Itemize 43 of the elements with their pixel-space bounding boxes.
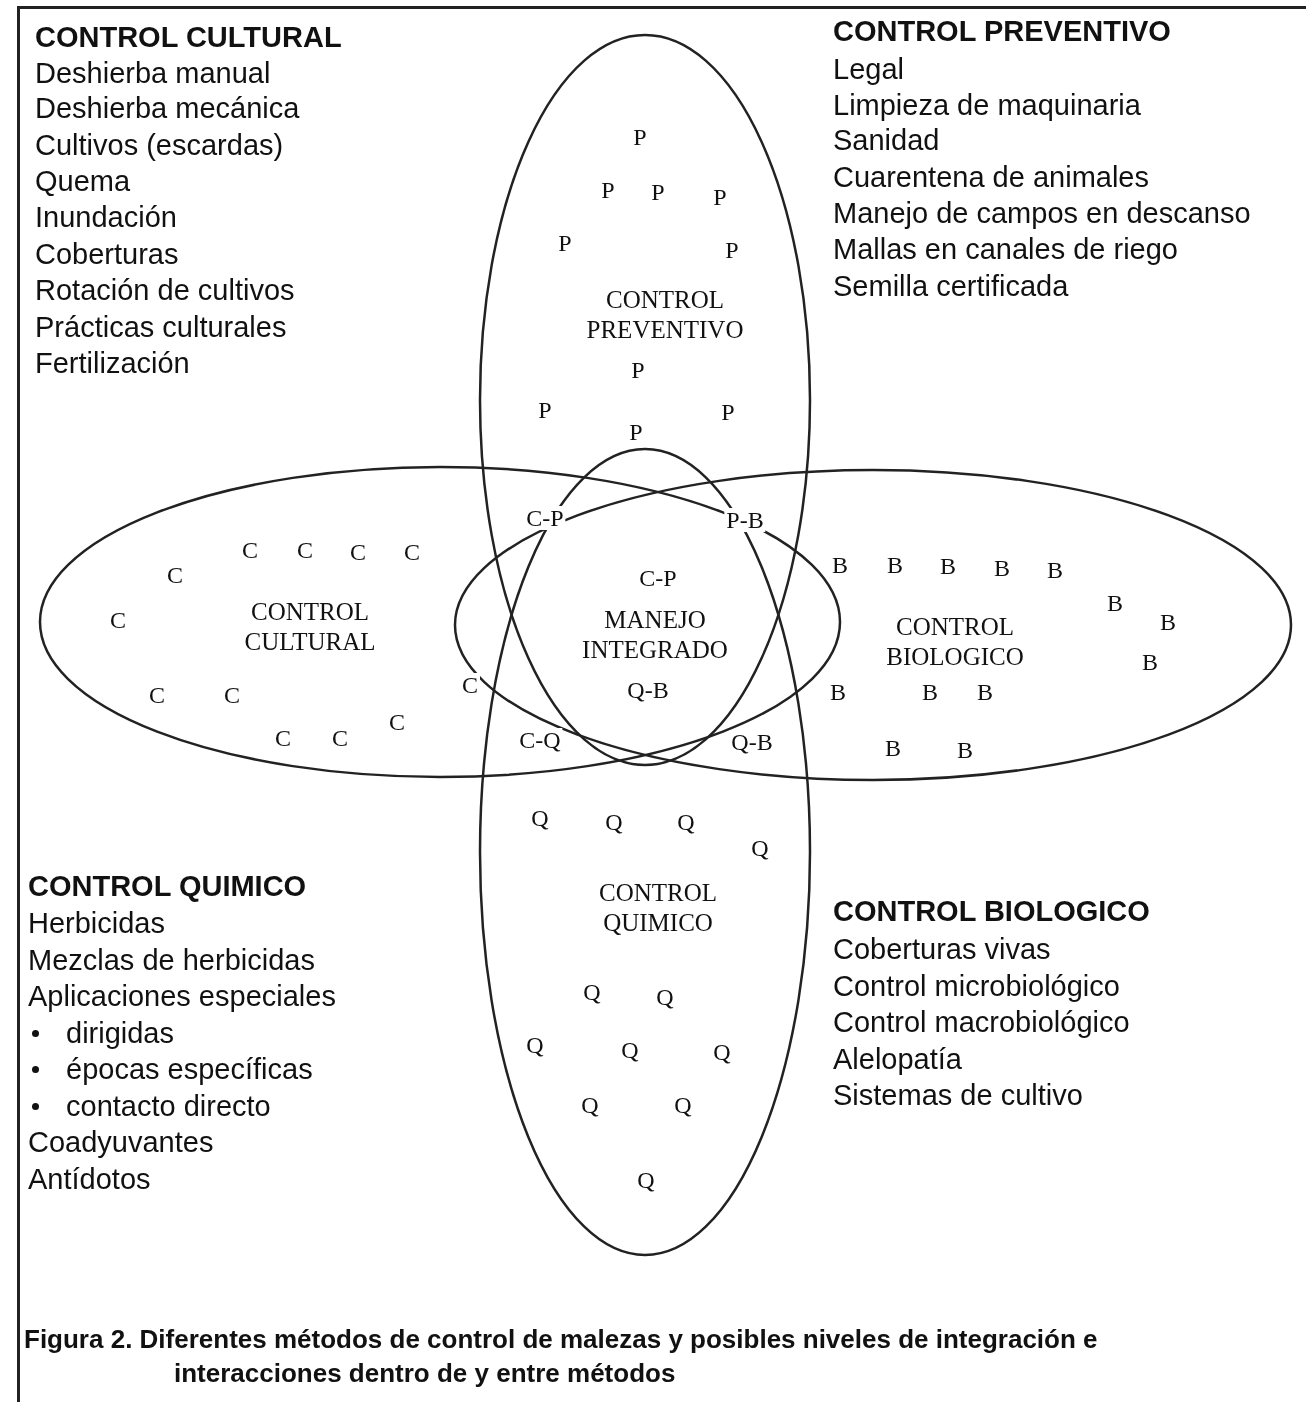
- list-item: Coberturas: [35, 238, 179, 270]
- center-label: MANEJO INTEGRADO: [581, 605, 729, 665]
- ellipse-label: CONTROL PREVENTIVO: [585, 285, 745, 345]
- ellipse-label: CONTROL QUIMICO: [597, 878, 719, 938]
- list-heading: CONTROL BIOLOGICO: [833, 895, 1150, 927]
- list-item: Legal: [833, 53, 904, 85]
- list-item: Prácticas culturales: [35, 311, 287, 343]
- list-item: Cuarentena de animales: [833, 161, 1149, 193]
- list-item: Herbicidas: [28, 907, 165, 939]
- list-heading: CONTROL QUIMICO: [28, 870, 307, 902]
- list-item: Antídotos: [28, 1163, 151, 1195]
- list-item: Mezclas de herbicidas: [28, 944, 315, 976]
- list-item: Rotación de cultivos: [35, 274, 295, 306]
- list-item: Sanidad: [833, 124, 940, 156]
- list-item: Coadyuvantes: [28, 1126, 214, 1158]
- list-item: Mallas en canales de riego: [833, 233, 1178, 265]
- list-item: Semilla certificada: [833, 270, 1069, 302]
- list-item: Sistemas de cultivo: [833, 1079, 1083, 1111]
- list-item: Manejo de campos en descanso: [833, 197, 1251, 229]
- list-item: Fertilización: [35, 347, 190, 379]
- list-item: Deshierba manual: [35, 57, 271, 89]
- ellipse-label: CONTROL BIOLOGICO: [885, 612, 1025, 672]
- figure-caption: Figura 2. Diferentes métodos de control de malezas y posibles niveles de integración e interacciones dentro de y entre métodos: [24, 1323, 1099, 1390]
- list-item: contacto directo: [66, 1090, 271, 1122]
- region-marker: P-B: [724, 508, 766, 532]
- list-heading: CONTROL CULTURAL: [35, 21, 342, 53]
- region-marker: C-P: [524, 506, 566, 530]
- list-item: Alelopatía: [833, 1043, 962, 1075]
- region-marker: C-Q: [517, 728, 563, 752]
- list-item: Cultivos (escardas): [35, 129, 284, 161]
- list-item: épocas específicas: [66, 1053, 313, 1085]
- list-item: Control macrobiológico: [833, 1006, 1130, 1038]
- list-item: dirigidas: [66, 1017, 174, 1049]
- list-heading: CONTROL PREVENTIVO: [833, 15, 1171, 47]
- ellipse-label: CONTROL CULTURAL: [243, 597, 377, 657]
- list-item: Deshierba mecánica: [35, 92, 300, 124]
- list-item: Limpieza de maquinaria: [833, 89, 1141, 121]
- region-marker: Q-B: [729, 730, 775, 754]
- list-item: Inundación: [35, 201, 177, 233]
- list-item: Quema: [35, 165, 131, 197]
- list-item: Aplicaciones especiales: [28, 980, 336, 1012]
- list-item: Control microbiológico: [833, 970, 1120, 1002]
- list-item: Coberturas vivas: [833, 933, 1051, 965]
